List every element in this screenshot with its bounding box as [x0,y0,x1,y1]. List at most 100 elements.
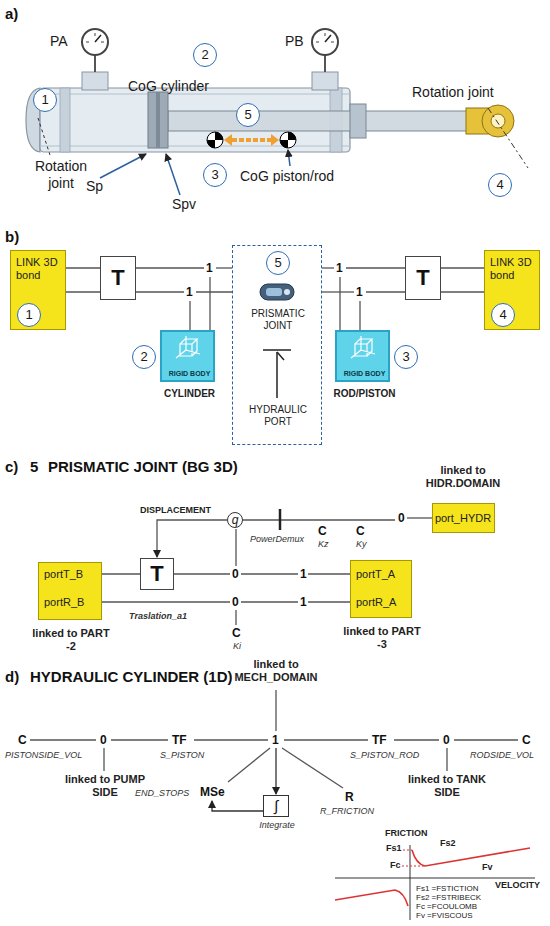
yel-node: portT_BportR_Blinked to PART -2 [38,562,102,620]
bond-lines [308,573,350,574]
hydraulic-port-symbol [277,352,284,360]
bond-lines [359,301,360,330]
power-demux-bar [279,509,282,530]
text-label: VELOCITY [495,880,540,891]
text-label: 0 [398,511,405,525]
node-text: portT_A [356,568,410,581]
bond-lines [228,748,270,782]
node-text: ∫ [274,797,278,815]
cylinder-illustration [325,35,331,42]
bond-lines [454,739,518,740]
circ-node: 1 [17,303,41,327]
prismatic-joint-icon [260,284,294,300]
text-label: 1 [300,595,307,609]
text-label: C [18,733,27,747]
friction-plot [412,848,530,866]
hydraulic-port-symbol [263,350,291,398]
cylinder-illustration [40,146,350,147]
connector [157,520,227,557]
connector [102,573,140,574]
node-text: 4 [496,177,503,193]
tbox-node: T [405,256,441,300]
cylinder-illustration [26,29,528,195]
node-text: RIGID BODY [339,370,390,378]
cylinder-illustration [82,29,108,55]
text-label: R_FRICTION [320,806,374,817]
cylinder-illustration [82,72,108,90]
cylinder-illustration [482,105,514,137]
cylinder-illustration [100,154,146,178]
text-label: 1 [186,285,193,299]
cylinder-illustration [280,132,296,148]
hydraulic-port-symbol [263,349,291,351]
text-label: C [522,733,531,747]
text-label: Fv [482,862,493,873]
node-text: linked to HIDR.DOMAIN [413,464,513,490]
cylinder-illustration [166,154,180,195]
text-label: R [345,790,354,804]
bond-lines [446,748,447,771]
cylinder-illustration [288,150,290,166]
cylinder-illustration [271,134,279,146]
node-text: PRISMATIC JOINT [238,308,318,332]
circ-node: 3 [203,163,227,187]
bond-lines [136,267,204,268]
q-node: q [227,512,243,528]
text-label: FRICTION [385,828,428,839]
bond-lines [241,601,298,602]
text-label: Spv [172,196,196,213]
connector [441,268,484,292]
circ-node: 2 [193,43,217,67]
node-text: T [416,265,429,291]
text-label: 1 [206,261,213,275]
node-text: CYLINDER [152,388,227,400]
text-label: PRISMATIC JOINT (BG 3D) [48,458,238,476]
text-label: Rotation joint [30,158,92,192]
text-label: RODSIDE_VOL [470,750,534,761]
circ-node: 3 [394,345,418,369]
text-label: 1 [272,733,279,747]
text-label: TF [372,733,387,747]
bond-lines [275,690,276,731]
bond-lines [30,739,96,740]
cylinder-illustration [207,132,223,148]
hydraulic-port-symbol [276,352,278,398]
node-text: LINK 3D bond [490,256,536,282]
bond-lines [136,291,184,292]
yel-node: LINK 3D bond1 [10,250,66,330]
friction-plot [335,878,535,879]
signal-arrow [212,801,263,811]
cylinder-illustration [207,132,223,148]
node-text: linked to PART -3 [342,625,422,651]
text-label: c) [5,458,18,476]
int-node: ∫Integrate [263,795,289,817]
tbox-node: T [100,256,136,300]
node-text: linked to PART -2 [31,627,111,653]
node-text: 5 [244,107,251,123]
prismatic-joint-icon [260,284,294,300]
text-label: a) [5,5,18,23]
node-text: 5 [274,255,281,271]
bond-lines [103,748,104,771]
text-label: Fc =FCOULOMB [416,903,477,912]
text-label: CoG cylinder [128,78,209,95]
cylinder-illustration [232,138,271,142]
text-label: Fs2 [440,838,456,849]
node-text: 2 [201,47,208,63]
bond-lines [243,519,395,520]
text-label: 1 [300,567,307,581]
node-text: portR_B [44,596,100,609]
bond-lines [216,267,232,268]
text-label: linked to MECH_DOMAIN [226,658,326,684]
node-text: T [111,265,124,291]
text-label: 0 [232,567,239,581]
text-label: b) [5,228,19,246]
text-label: Fs2 =FSTRIBECK [416,894,481,903]
cylinder-illustration [148,92,168,148]
bond-lines [209,277,210,330]
node-text: HYDRAULIC PORT [238,404,318,428]
node-text: 1 [25,307,32,323]
text-label: Rotation joint [412,84,494,101]
text-label: C [356,524,365,538]
bond-lines [308,601,350,602]
